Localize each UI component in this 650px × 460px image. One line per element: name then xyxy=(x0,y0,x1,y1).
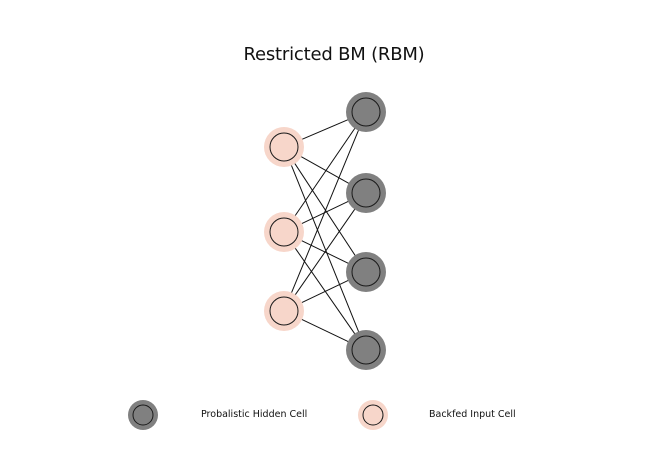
nodes-layer xyxy=(264,92,386,370)
edge-input-1-hidden-4 xyxy=(290,163,360,334)
edge-input-3-hidden-3 xyxy=(300,279,350,304)
probabilistic-hidden-cell xyxy=(346,173,386,213)
node-inner xyxy=(269,217,299,247)
edge-input-2-hidden-1 xyxy=(293,126,357,218)
legend-hidden-label: Probalistic Hidden Cell xyxy=(201,409,308,420)
backfed-input-cell xyxy=(264,127,304,167)
node-inner xyxy=(269,296,299,326)
diagram-title: Restricted BM (RBM) xyxy=(243,44,425,65)
legend xyxy=(128,400,388,430)
legend-hidden-icon xyxy=(128,400,158,430)
probabilistic-hidden-cell xyxy=(346,92,386,132)
edge-input-1-hidden-3 xyxy=(293,161,357,258)
node-inner xyxy=(351,97,381,127)
node-inner xyxy=(351,257,381,287)
node-inner xyxy=(269,132,299,162)
probabilistic-hidden-cell xyxy=(346,330,386,370)
legend-input-label: Backfed Input Cell xyxy=(429,409,516,420)
edge-input-1-hidden-1 xyxy=(300,118,350,141)
node-inner xyxy=(351,335,381,365)
backfed-input-cell xyxy=(264,291,304,331)
edges-layer xyxy=(290,118,360,343)
node-inner xyxy=(351,178,381,208)
edge-input-3-hidden-2 xyxy=(293,207,357,297)
probabilistic-hidden-cell xyxy=(346,252,386,292)
backfed-input-cell xyxy=(264,212,304,252)
edge-input-3-hidden-4 xyxy=(300,318,350,343)
edge-input-1-hidden-2 xyxy=(299,155,351,185)
legend-input-icon xyxy=(358,400,388,430)
edge-input-3-hidden-1 xyxy=(290,128,360,295)
